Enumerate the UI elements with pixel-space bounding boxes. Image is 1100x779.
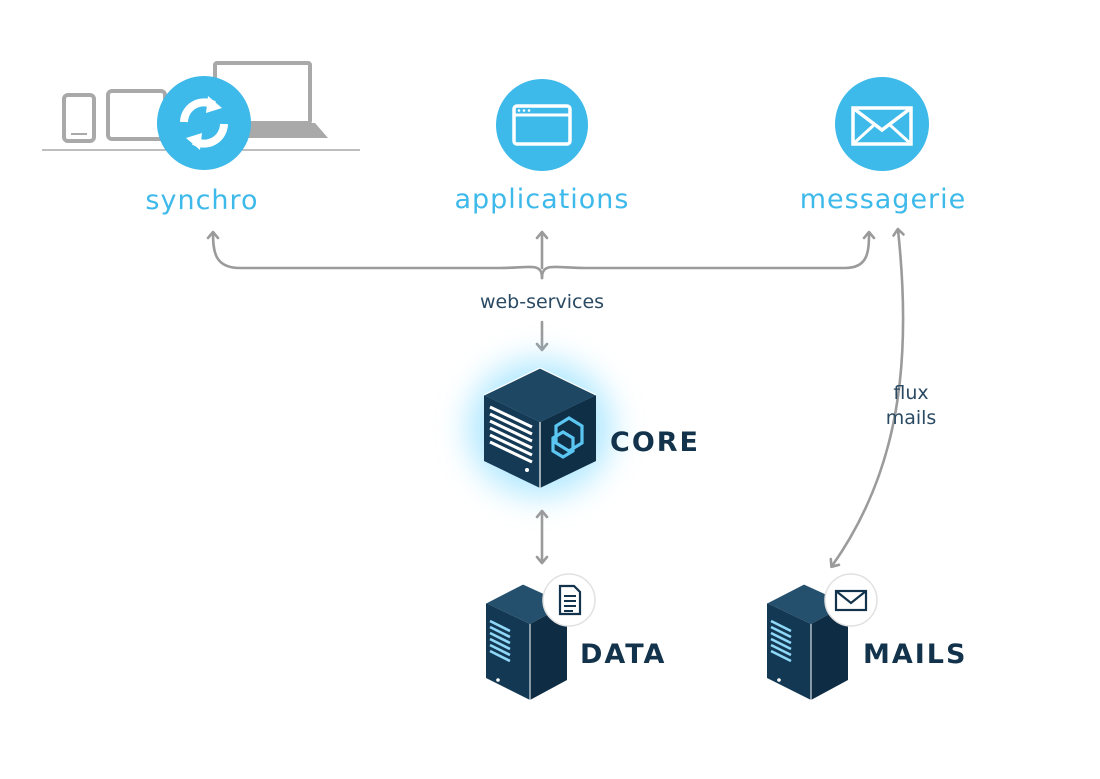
flux-mails-label-line1: flux <box>893 382 928 404</box>
data-server-icon <box>485 573 596 700</box>
arrow-flux-mails <box>829 227 905 569</box>
web-services-label: web-services <box>480 291 604 313</box>
envelope-icon <box>835 77 929 171</box>
data-label: DATA <box>580 639 666 670</box>
browser-window-icon <box>496 79 588 171</box>
mail-envelope-icon <box>824 573 878 627</box>
flux-mails-label-line2: mails <box>886 407 937 429</box>
document-icon <box>542 573 596 627</box>
mails-server-icon <box>766 573 878 700</box>
synchro-label: synchro <box>145 185 258 216</box>
core-server-icon <box>468 360 612 496</box>
sync-icon <box>157 76 251 170</box>
applications-label: applications <box>454 184 629 215</box>
arrow-to-synchro <box>206 230 544 280</box>
mails-label: MAILS <box>863 639 967 670</box>
core-logo-icon <box>551 416 584 459</box>
messagerie-label: messagerie <box>800 184 967 215</box>
core-label: CORE <box>610 427 700 458</box>
arrow-to-messagerie <box>540 230 876 280</box>
